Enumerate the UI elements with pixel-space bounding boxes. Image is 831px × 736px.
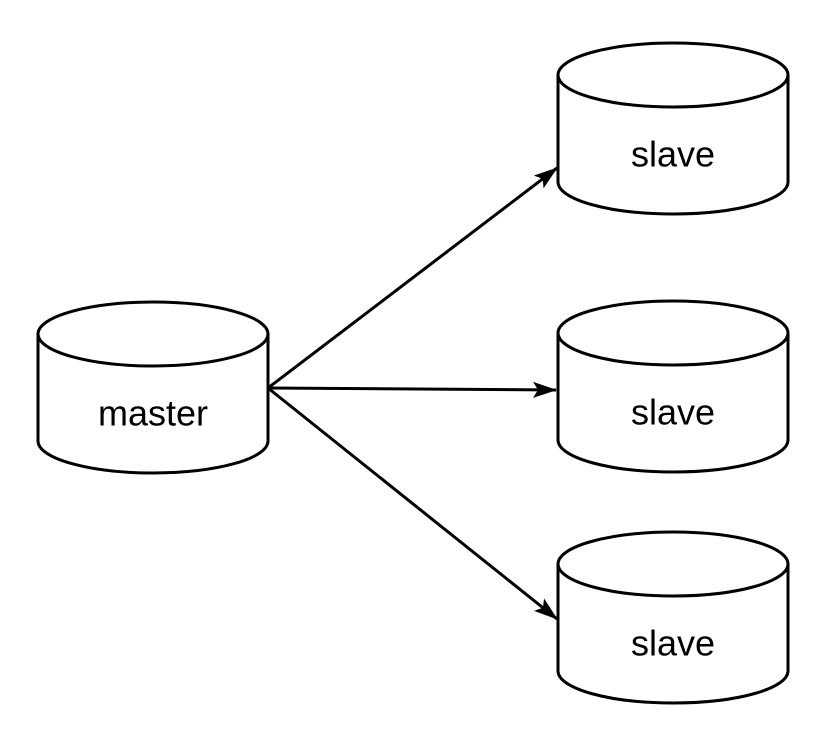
cylinder-body [556, 299, 790, 474]
edge-master-to-slave-1 [267, 166, 558, 390]
cylinder-top-arc [36, 333, 270, 368]
node-label-slave-1: slave [631, 134, 715, 175]
node-slave-1: slave [556, 41, 790, 216]
node-master: master [36, 300, 270, 475]
node-slave-2: slave [556, 299, 790, 474]
cylinder-top-arc [556, 563, 790, 598]
cylinder-body [36, 300, 270, 475]
cylinder-top-arc [556, 332, 790, 367]
node-label-master: master [98, 393, 208, 434]
node-label-slave-2: slave [631, 392, 715, 433]
node-slave-3: slave [556, 530, 790, 705]
edge-master-to-slave-2 [267, 381, 557, 398]
node-label-slave-3: slave [631, 623, 715, 664]
cylinder-body [556, 530, 790, 705]
edges [267, 166, 558, 621]
edge-master-to-slave-3 [267, 386, 558, 621]
cylinder-body [556, 41, 790, 216]
cylinder-top-arc [556, 74, 790, 109]
